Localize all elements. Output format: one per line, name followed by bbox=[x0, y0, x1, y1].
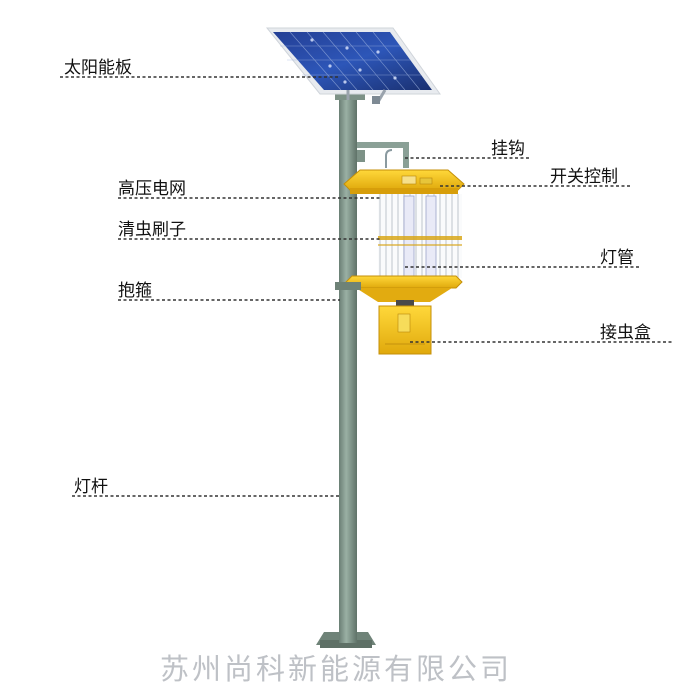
label-switch-control: 开关控制 bbox=[550, 167, 618, 187]
company-watermark: 苏州尚科新能源有限公司 bbox=[160, 652, 513, 686]
lamp-arm bbox=[357, 142, 409, 168]
light-pole bbox=[339, 98, 357, 643]
label-high-voltage-grid: 高压电网 bbox=[118, 179, 186, 199]
label-lamp-tube: 灯管 bbox=[600, 248, 634, 268]
pole-clamp bbox=[335, 282, 361, 290]
lamp-top-cap bbox=[343, 169, 465, 194]
label-brush: 清虫刷子 bbox=[118, 220, 186, 240]
high-voltage-grid bbox=[378, 194, 462, 278]
hanger-hook bbox=[385, 149, 393, 168]
label-pole: 灯杆 bbox=[74, 477, 108, 497]
label-clamp: 抱箍 bbox=[118, 281, 152, 301]
lamp-bottom-tray bbox=[345, 275, 463, 308]
cleaning-brush-band bbox=[378, 236, 462, 240]
label-hook: 挂钩 bbox=[491, 139, 525, 159]
leader-lines bbox=[60, 76, 672, 497]
label-solar-panel: 太阳能板 bbox=[64, 58, 132, 78]
insect-collection-box bbox=[378, 305, 432, 355]
label-collection-box: 接虫盒 bbox=[600, 323, 651, 343]
solar-panel bbox=[265, 27, 441, 104]
